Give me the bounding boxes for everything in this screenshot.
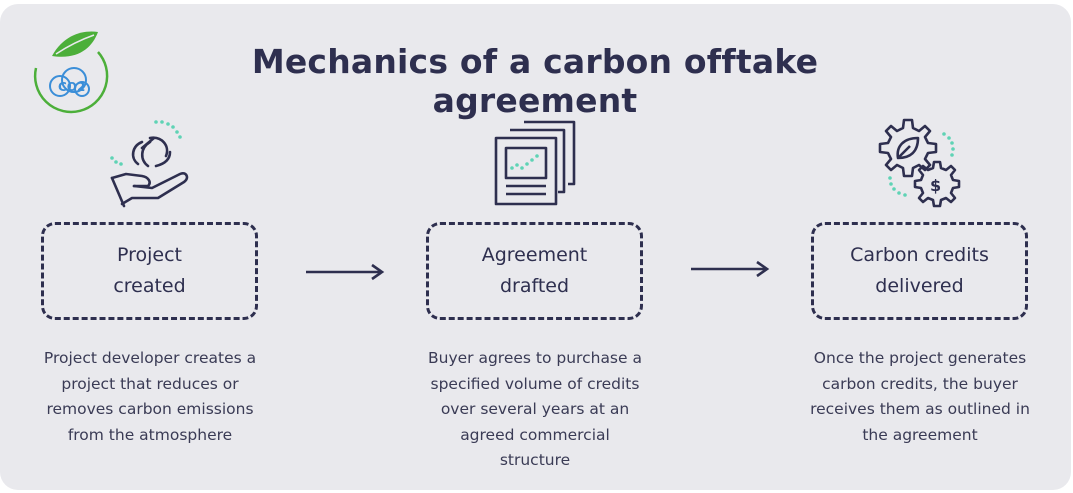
- step-box-project-created: Project created: [41, 222, 258, 320]
- step-box-agreement-drafted: Agreement drafted: [426, 222, 643, 320]
- page-title: Mechanics of a carbon offtake agreement: [251, 42, 819, 120]
- hand-offering-icon: [110, 120, 189, 208]
- infographic-card: CO2 Mechanics of a carbon offtake agreem…: [0, 4, 1071, 490]
- gears-leaf-dollar-icon: $: [878, 118, 961, 208]
- co2-leaf-logo: CO2: [33, 31, 109, 114]
- logo-text: CO2: [58, 80, 85, 94]
- svg-text:$: $: [930, 176, 941, 195]
- arrow-right-icon: [691, 260, 770, 278]
- step-description-carbon-credits-delivered: Once the project generates carbon credit…: [810, 349, 1030, 444]
- step-description-agreement-drafted: Buyer agrees to purchase a specified vol…: [428, 349, 642, 469]
- step-box-carbon-credits-delivered: Carbon credits delivered: [811, 222, 1028, 320]
- document-chart-icon: [494, 120, 576, 206]
- step-description-project-created: Project developer creates a project that…: [43, 349, 257, 444]
- arrow-right-icon: [306, 263, 385, 281]
